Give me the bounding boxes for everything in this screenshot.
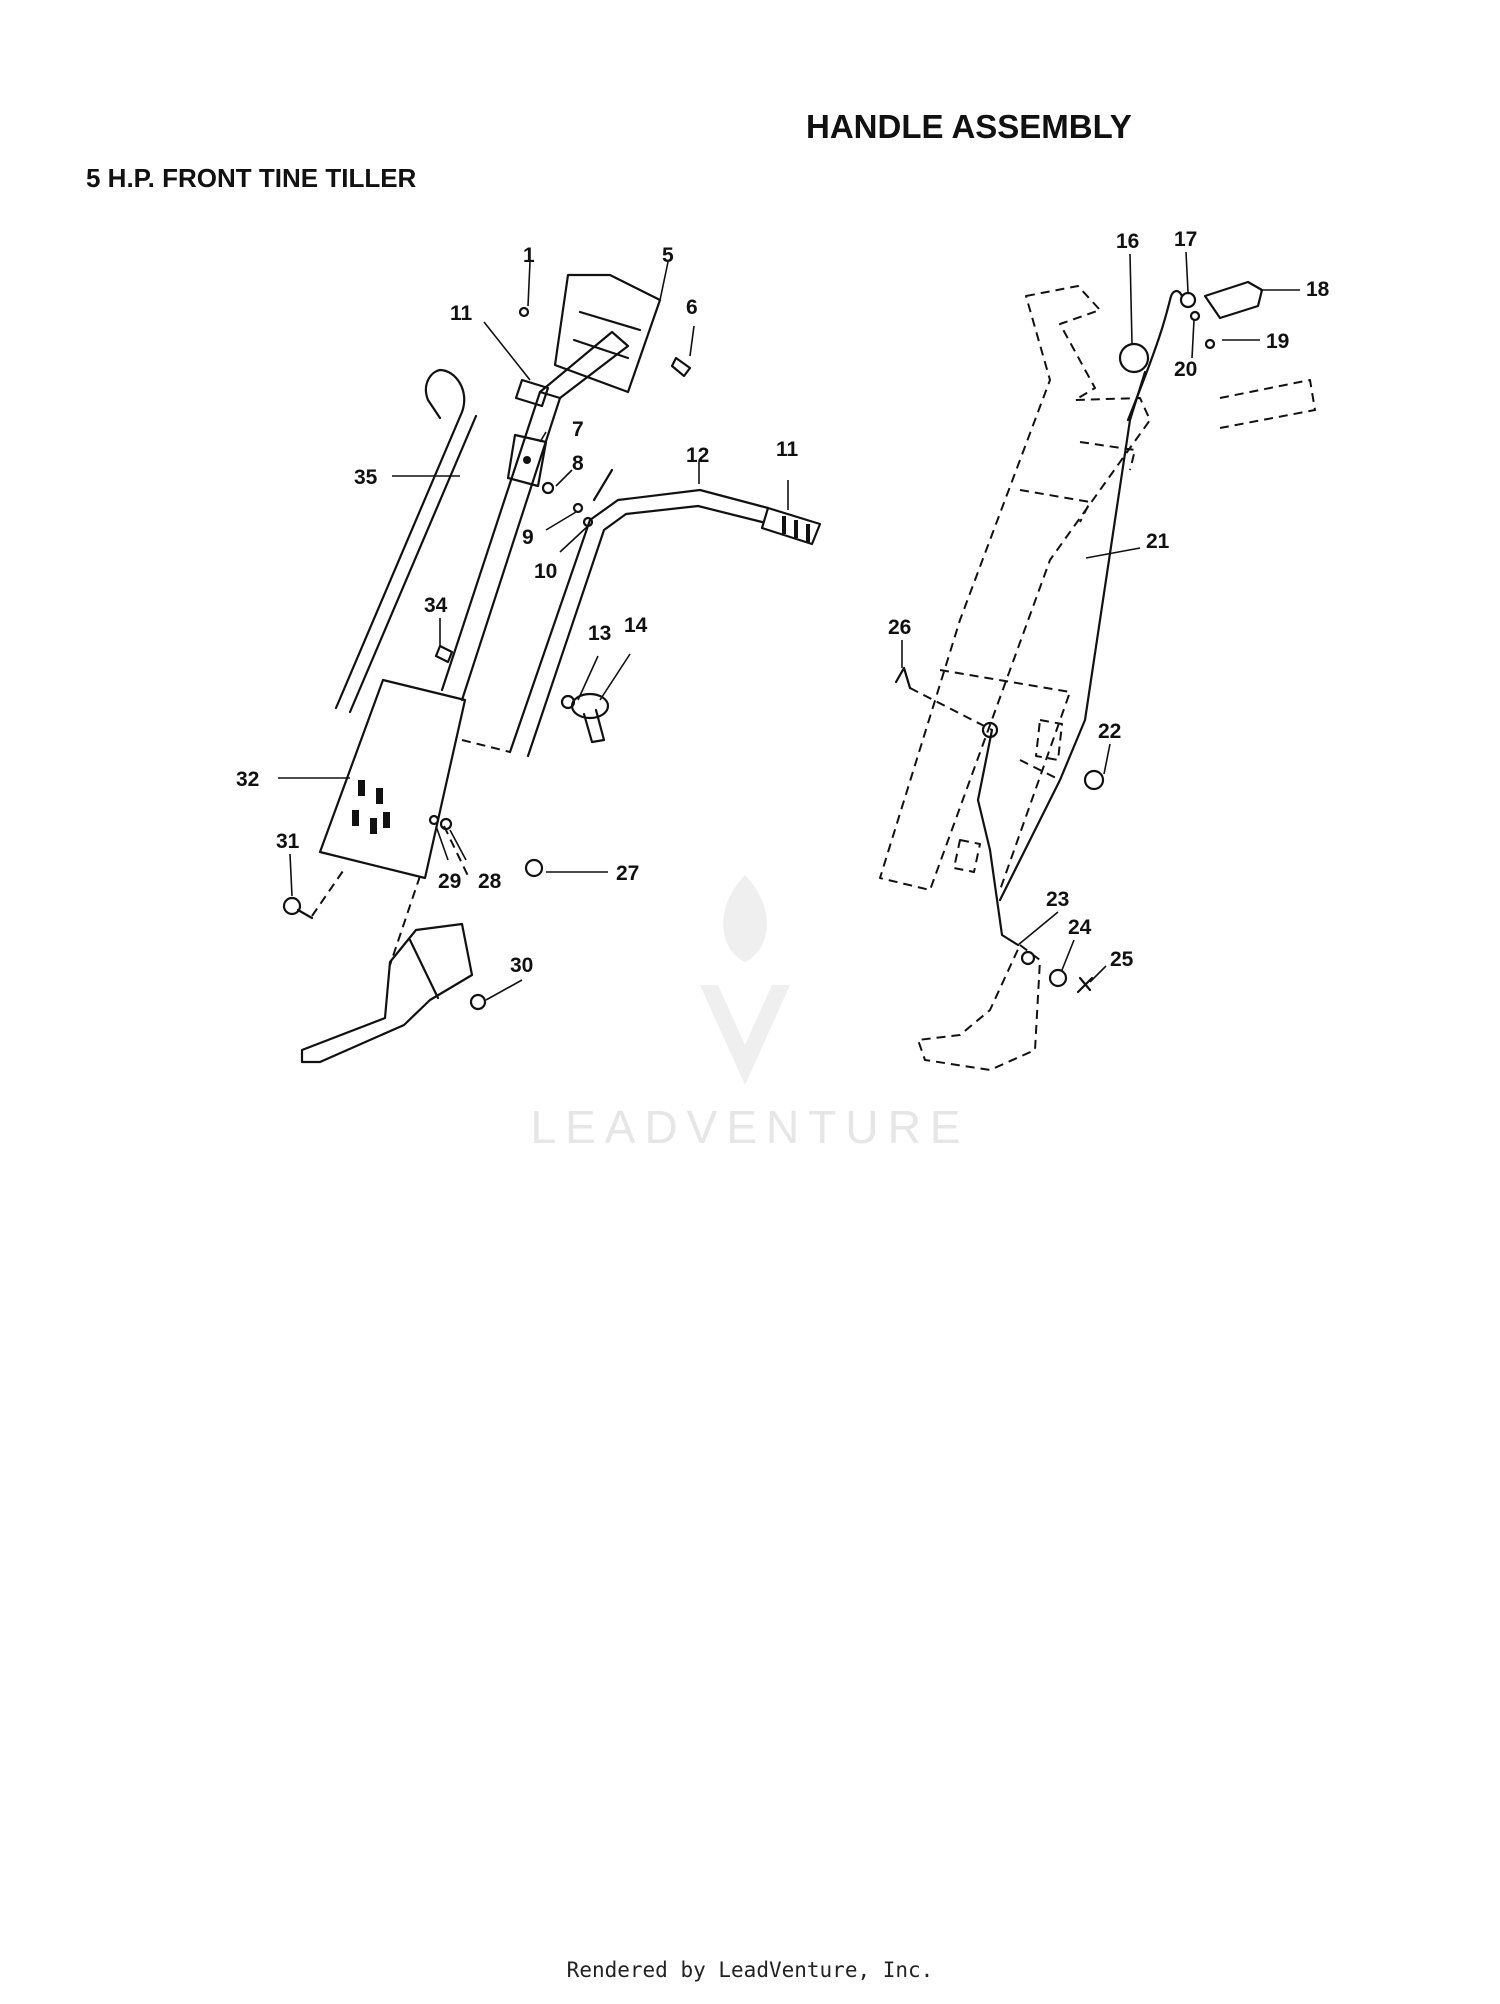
left-handle-tube-35 bbox=[334, 368, 466, 710]
grip-11-right bbox=[760, 506, 822, 546]
leader-lines bbox=[278, 251, 1300, 1001]
callout: 13 bbox=[588, 622, 611, 645]
callout: 28 bbox=[478, 870, 502, 893]
callout: 35 bbox=[354, 466, 378, 489]
callout: 29 bbox=[438, 870, 461, 893]
left-exploded-view bbox=[282, 273, 822, 1064]
main-handle-tube bbox=[440, 390, 562, 702]
callout: 26 bbox=[888, 616, 911, 639]
right-handle-tube bbox=[508, 488, 770, 754]
parts-diagram: 1 5 6 11 7 8 35 12 11 9 10 34 13 14 32 3… bbox=[236, 228, 1330, 1085]
callout: 23 bbox=[1046, 888, 1069, 911]
callout: 7 bbox=[572, 418, 584, 441]
frame-bracket-30 bbox=[300, 922, 474, 1064]
bracket-7 bbox=[506, 433, 548, 488]
callout: 5 bbox=[662, 244, 674, 267]
handle-frame-outline bbox=[879, 285, 1151, 891]
panel-5 bbox=[553, 273, 662, 394]
control-lever-18 bbox=[1203, 280, 1264, 320]
callout: 22 bbox=[1098, 720, 1121, 743]
page-title: HANDLE ASSEMBLY bbox=[806, 108, 1132, 145]
callout: 31 bbox=[276, 830, 300, 853]
callout: 10 bbox=[534, 560, 557, 583]
callout-labels-right: 16 17 18 19 20 21 26 22 23 24 25 bbox=[888, 228, 1330, 971]
throttle-cable-21 bbox=[998, 370, 1147, 902]
watermark-text: LEADVENTURE bbox=[530, 1101, 970, 1153]
callout: 12 bbox=[686, 444, 709, 467]
grip-11-left bbox=[514, 378, 550, 408]
callout: 19 bbox=[1266, 330, 1289, 353]
watermark-logo bbox=[700, 875, 790, 1085]
callout: 32 bbox=[236, 768, 259, 791]
callout: 27 bbox=[616, 862, 639, 885]
handle-bracket-32 bbox=[318, 678, 467, 880]
callout: 8 bbox=[572, 452, 584, 475]
callout: 14 bbox=[624, 614, 648, 637]
lower-bracket-outline bbox=[917, 944, 1041, 1071]
callout: 17 bbox=[1174, 228, 1197, 251]
callout: 6 bbox=[686, 296, 698, 319]
callout: 34 bbox=[424, 594, 448, 617]
callout: 9 bbox=[522, 526, 534, 549]
callout: 11 bbox=[450, 302, 473, 325]
callout: 1 bbox=[523, 244, 535, 267]
callout: 18 bbox=[1306, 278, 1330, 301]
callout: 21 bbox=[1146, 530, 1170, 553]
callout: 11 bbox=[776, 438, 799, 461]
page-subtitle: 5 H.P. FRONT TINE TILLER bbox=[86, 163, 417, 193]
callout: 24 bbox=[1068, 916, 1092, 939]
callout: 30 bbox=[510, 954, 533, 977]
right-exploded-view bbox=[879, 280, 1316, 1071]
link-23 bbox=[976, 728, 1020, 947]
footer-credit: Rendered by LeadVenture, Inc. bbox=[566, 1958, 934, 1982]
callout-labels-left: 1 5 6 11 7 8 35 12 11 9 10 34 13 14 32 3… bbox=[236, 244, 799, 977]
callout: 20 bbox=[1174, 358, 1197, 381]
callout: 25 bbox=[1110, 948, 1134, 971]
callout: 16 bbox=[1116, 230, 1139, 253]
knob-14 bbox=[570, 692, 610, 720]
